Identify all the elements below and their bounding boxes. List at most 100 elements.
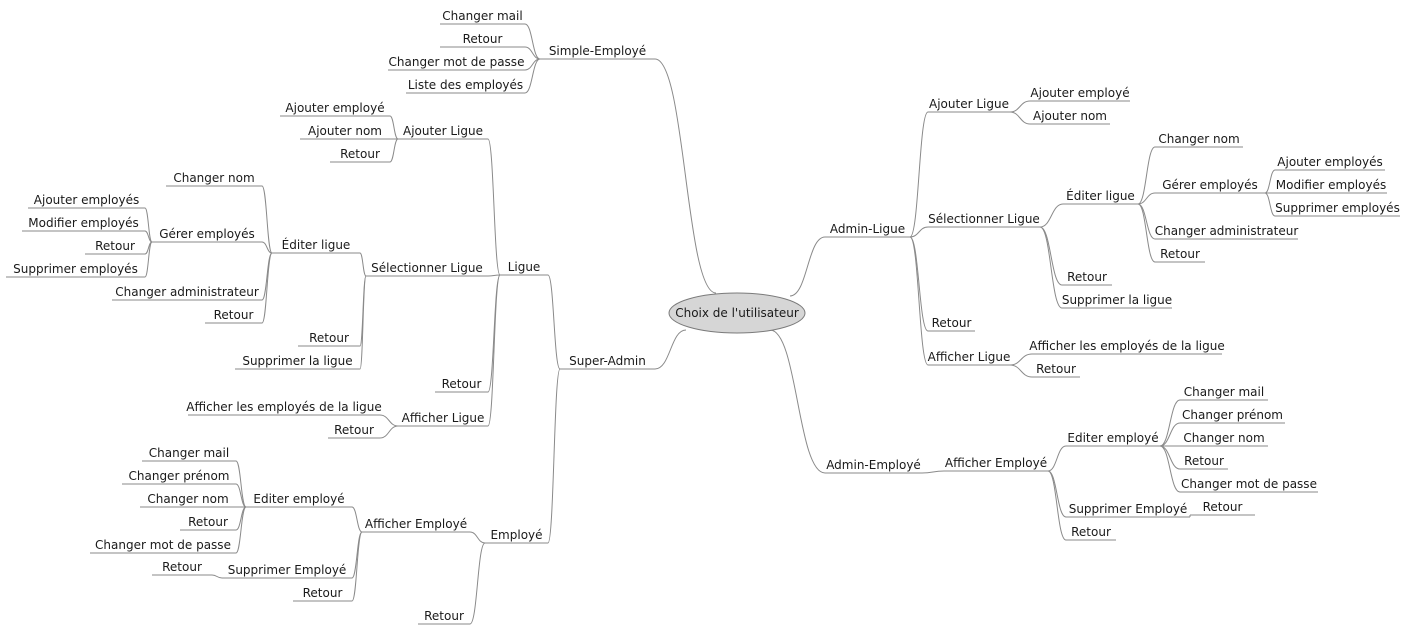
connector-line <box>1159 445 1181 470</box>
mindmap-node-supprimer-la-ligue[interactable]: Supprimer la ligue <box>235 354 360 370</box>
mindmap-node-selectionner-ligue[interactable]: Sélectionner Ligue <box>928 212 1040 228</box>
mindmap-node-retour[interactable]: Retour <box>293 586 352 602</box>
mindmap-node-changer-prenom[interactable]: Changer prénom <box>122 469 236 485</box>
mindmap-node-ajouter-nom[interactable]: Ajouter nom <box>300 124 390 140</box>
mindmap-node-retour[interactable]: Retour <box>152 560 212 576</box>
mindmap-node-simple-employe[interactable]: Simple-Employé <box>540 44 655 60</box>
mindmap-node-retour[interactable]: Retour <box>1032 362 1080 378</box>
mindmap-node-ajouter-ligue[interactable]: Ajouter Ligue <box>398 124 488 140</box>
mindmap-node-retour[interactable]: Retour <box>85 239 145 255</box>
mindmap-node-retour[interactable]: Retour <box>418 609 470 625</box>
mindmap-node-employe[interactable]: Employé <box>485 528 548 544</box>
mindmap-node-retour[interactable]: Retour <box>435 377 488 393</box>
mindmap-node-retour[interactable]: Retour <box>1190 500 1255 516</box>
node-label: Retour <box>309 331 349 345</box>
mindmap-node-changer-nom[interactable]: Changer nom <box>140 492 236 508</box>
mindmap-node-gerer-employes[interactable]: Gérer employés <box>1155 178 1265 194</box>
mindmap-node-supprimer-employe[interactable]: Supprimer Employé <box>222 563 352 579</box>
mindmap-node-changer-mot-de-passe[interactable]: Changer mot de passe <box>388 55 525 71</box>
mindmap-node-ajouter-employe[interactable]: Ajouter employé <box>280 101 390 117</box>
node-label: Afficher Employé <box>945 456 1047 470</box>
mindmap-node-retour[interactable]: Retour <box>330 147 390 163</box>
mindmap-node-changer-prenom[interactable]: Changer prénom <box>1180 408 1285 424</box>
mindmap-node-modifier-employes[interactable]: Modifier employés <box>1275 178 1387 194</box>
node-label: Retour <box>95 239 135 253</box>
connector-line <box>487 274 501 427</box>
mindmap-node-ligue[interactable]: Ligue <box>500 260 548 276</box>
mindmap-node-editer-employe[interactable]: Editer employé <box>1066 431 1160 447</box>
mindmap-node-changer-nom[interactable]: Changer nom <box>1180 431 1268 447</box>
mindmap-node-super-admin[interactable]: Super-Admin <box>560 354 655 370</box>
node-label: Changer nom <box>1158 132 1239 146</box>
mindmap-node-retour[interactable]: Retour <box>1155 247 1205 263</box>
mindmap-node-admin-employe[interactable]: Admin-Employé <box>825 458 922 474</box>
mindmap-node-changer-administrateur[interactable]: Changer administrateur <box>1155 224 1299 240</box>
connector-line <box>389 138 399 163</box>
mindmap-node-afficher-ligue[interactable]: Afficher Ligue <box>928 350 1011 366</box>
node-label: Editer employé <box>1067 431 1158 445</box>
mindmap-node-afficher-les-employes-de-la-ligue[interactable]: Afficher les employés de la ligue <box>1029 339 1225 355</box>
connector-line <box>235 483 247 508</box>
mindmap-node-editer-ligue[interactable]: Éditer ligue <box>272 237 360 254</box>
connector-line <box>921 470 945 474</box>
mindmap-node-changer-nom[interactable]: Changer nom <box>166 171 262 187</box>
connector-line <box>909 226 929 238</box>
node-label: Ligue <box>508 260 541 274</box>
mindmap-node-retour[interactable]: Retour <box>1180 454 1228 470</box>
mindmap-node-retour[interactable]: Retour <box>1062 270 1112 286</box>
mindmap-node-changer-mail[interactable]: Changer mail <box>1180 385 1268 401</box>
node-label: Modifier employés <box>1276 178 1386 192</box>
mindmap-node-changer-mot-de-passe[interactable]: Changer mot de passe <box>90 538 236 554</box>
connector-line <box>144 230 153 243</box>
node-label: Ajouter employés <box>1277 155 1382 169</box>
node-label: Éditer ligue <box>1066 188 1135 203</box>
mindmap-node-retour[interactable]: Retour <box>180 515 236 531</box>
root-node[interactable]: Choix de l'utilisateur <box>668 292 806 334</box>
node-label: Changer nom <box>147 492 228 506</box>
connector-line <box>1009 353 1033 366</box>
mindmap-node-changer-mail[interactable]: Changer mail <box>440 9 525 25</box>
connector-line <box>235 506 247 554</box>
mindmap-node-changer-administrateur[interactable]: Changer administrateur <box>112 285 262 301</box>
connector-line <box>1009 364 1033 378</box>
mindmap-node-changer-mot-de-passe[interactable]: Changer mot de passe <box>1180 477 1318 493</box>
node-label: Liste des employés <box>408 78 523 92</box>
mindmap-node-retour[interactable]: Retour <box>440 32 525 48</box>
mindmap-node-supprimer-employes[interactable]: Supprimer employés <box>6 262 145 278</box>
mindmap-node-changer-nom[interactable]: Changer nom <box>1155 132 1243 148</box>
node-label: Modifier employés <box>28 216 138 230</box>
mindmap-node-supprimer-employe[interactable]: Supprimer Employé <box>1066 502 1190 518</box>
mindmap-node-retour[interactable]: Retour <box>928 316 975 332</box>
mindmap-node-ajouter-employes[interactable]: Ajouter employés <box>1275 155 1385 171</box>
mindmap-node-modifier-employes[interactable]: Modifier employés <box>22 216 145 232</box>
mindmap-node-afficher-les-employes-de-la-ligue[interactable]: Afficher les employés de la ligue <box>186 400 382 416</box>
mindmap-node-supprimer-la-ligue[interactable]: Supprimer la ligue <box>1062 293 1172 309</box>
mindmap-node-retour[interactable]: Retour <box>205 308 262 324</box>
node-label: Afficher Employé <box>365 517 467 531</box>
mindmap-node-selectionner-ligue[interactable]: Sélectionner Ligue <box>366 261 488 277</box>
connector-line <box>389 115 399 140</box>
mindmap-node-editer-ligue[interactable]: Éditer ligue <box>1063 188 1138 205</box>
mindmap-node-afficher-employe[interactable]: Afficher Employé <box>944 456 1048 472</box>
mindmap-node-retour[interactable]: Retour <box>1066 525 1116 541</box>
mindmap-node-ajouter-employes[interactable]: Ajouter employés <box>28 193 145 209</box>
mindmap-node-retour[interactable]: Retour <box>328 423 380 439</box>
mindmap-node-ajouter-employe[interactable]: Ajouter employé <box>1030 86 1130 102</box>
mindmap-node-gerer-employes[interactable]: Gérer employés <box>152 227 262 243</box>
connector-line <box>351 531 363 602</box>
mindmap-node-afficher-employe[interactable]: Afficher Employé <box>362 517 470 533</box>
mindmap-node-admin-ligue[interactable]: Admin-Ligue <box>825 222 910 238</box>
mindmap-node-retour[interactable]: Retour <box>298 331 360 347</box>
connector-line <box>769 329 826 474</box>
connector-line <box>909 236 929 366</box>
mindmap-node-changer-mail[interactable]: Changer mail <box>142 446 236 462</box>
mindmap-node-afficher-ligue[interactable]: Afficher Ligue <box>398 411 488 427</box>
mindmap-node-liste-des-employes[interactable]: Liste des employés <box>406 78 525 94</box>
mindmap-node-ajouter-ligue[interactable]: Ajouter Ligue <box>928 97 1010 113</box>
node-label: Editer employé <box>253 492 344 506</box>
mindmap-node-ajouter-nom[interactable]: Ajouter nom <box>1030 109 1110 125</box>
mindmap-node-supprimer-employes[interactable]: Supprimer employés <box>1275 201 1400 217</box>
mindmap-node-editer-employe[interactable]: Editer employé <box>246 492 352 508</box>
node-label: Changer administrateur <box>115 285 259 299</box>
